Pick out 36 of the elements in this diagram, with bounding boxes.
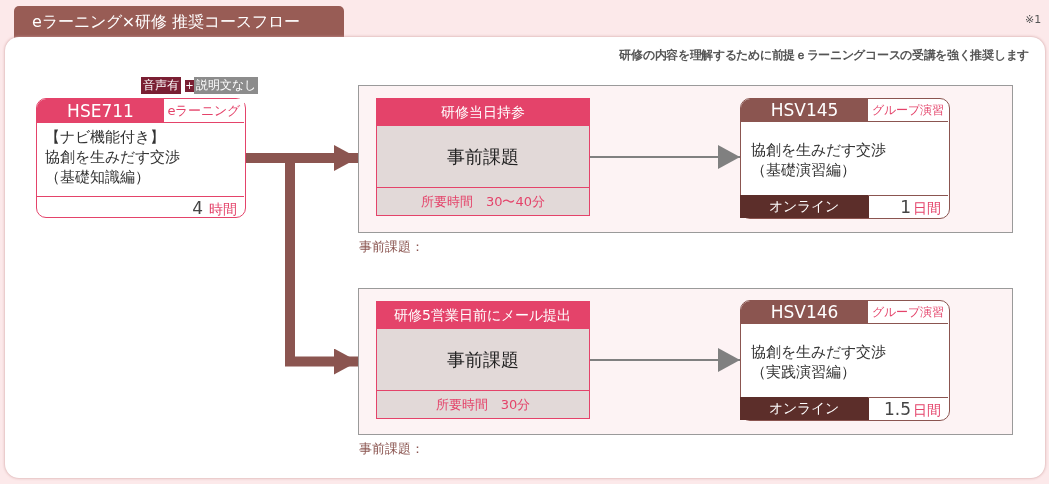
prework-title: 事前課題 <box>446 145 520 169</box>
delivery-mode-label: オンライン <box>739 195 869 218</box>
arrow <box>589 145 741 169</box>
plus-sign: + <box>185 80 194 92</box>
duration-value: 4 <box>192 198 203 218</box>
audio-badge: 音声有 <box>141 77 181 94</box>
arrow <box>589 348 741 372</box>
course-code: HSV146 <box>741 301 868 324</box>
prework-timing-header: 研修5営業日前にメール提出 <box>375 300 590 329</box>
duration-value: 1.5 <box>883 398 911 420</box>
no-description-badge: 説明文なし <box>194 77 258 94</box>
course-type-tag: グループ演習 <box>868 301 948 324</box>
course-card <box>740 300 950 421</box>
course-code: HSE711 <box>37 99 164 123</box>
prework-url-note: 事前課題： <box>359 440 424 458</box>
note-text: 研修の内容を理解するために前提ｅラーニングコースの受講を強く推奨します <box>619 47 1029 64</box>
course-title: 【ナビ機能付き】協創を生みだす交渉（基礎知識編） <box>45 127 181 187</box>
footnote-mark: ※1 <box>1025 13 1042 26</box>
required-time: 所要時間 30分 <box>434 396 532 414</box>
prework-title: 事前課題 <box>446 348 520 372</box>
course-title: 協創を生みだす交渉（基礎演習編） <box>751 140 887 180</box>
course-type-tag: グループ演習 <box>868 99 948 122</box>
course-card <box>740 98 950 219</box>
prework-url-note: 事前課題： <box>359 238 424 256</box>
course-title: 協創を生みだす交渉（実践演習編） <box>751 342 887 382</box>
duration-value: 1 <box>900 196 911 218</box>
course-code: HSV145 <box>741 99 868 122</box>
prework-card <box>376 98 590 216</box>
title-tab: eラーニング×研修 推奨コースフロー <box>14 6 344 40</box>
required-time: 所要時間 30〜40分 <box>419 193 547 211</box>
prework-timing-header: 研修当日持参 <box>375 97 590 126</box>
duration-unit: 日間 <box>913 199 941 218</box>
duration-unit: 時間 <box>209 200 237 219</box>
duration-unit: 日間 <box>913 401 941 420</box>
prework-card <box>376 301 590 419</box>
delivery-mode-label: オンライン <box>739 397 869 420</box>
